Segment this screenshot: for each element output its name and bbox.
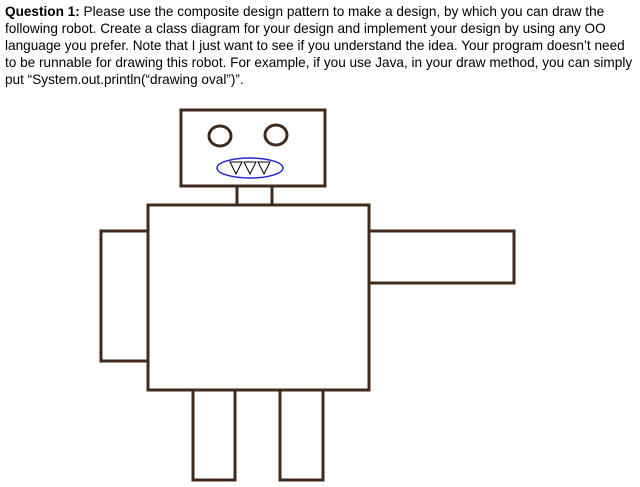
robot-left-arm <box>99 229 150 363</box>
question-text: Question 1: Please use the composite des… <box>5 3 637 88</box>
question-body: Please use the composite design pattern … <box>5 4 633 87</box>
robot-right-leg <box>278 388 325 482</box>
robot-left-eye <box>207 124 233 148</box>
robot-right-arm <box>367 229 516 285</box>
question-label: Question 1: <box>5 4 80 19</box>
robot-mouth <box>216 157 284 179</box>
robot-outline <box>99 108 516 482</box>
robot-right-eye <box>263 123 289 147</box>
robot-head <box>179 108 327 188</box>
robot-left-leg <box>191 388 237 482</box>
robot-teeth <box>229 161 271 176</box>
robot-tooth <box>229 161 243 176</box>
robot-body <box>146 203 371 392</box>
robot-neck <box>235 184 274 207</box>
robot-tooth <box>243 161 257 176</box>
robot-tooth <box>257 161 271 176</box>
